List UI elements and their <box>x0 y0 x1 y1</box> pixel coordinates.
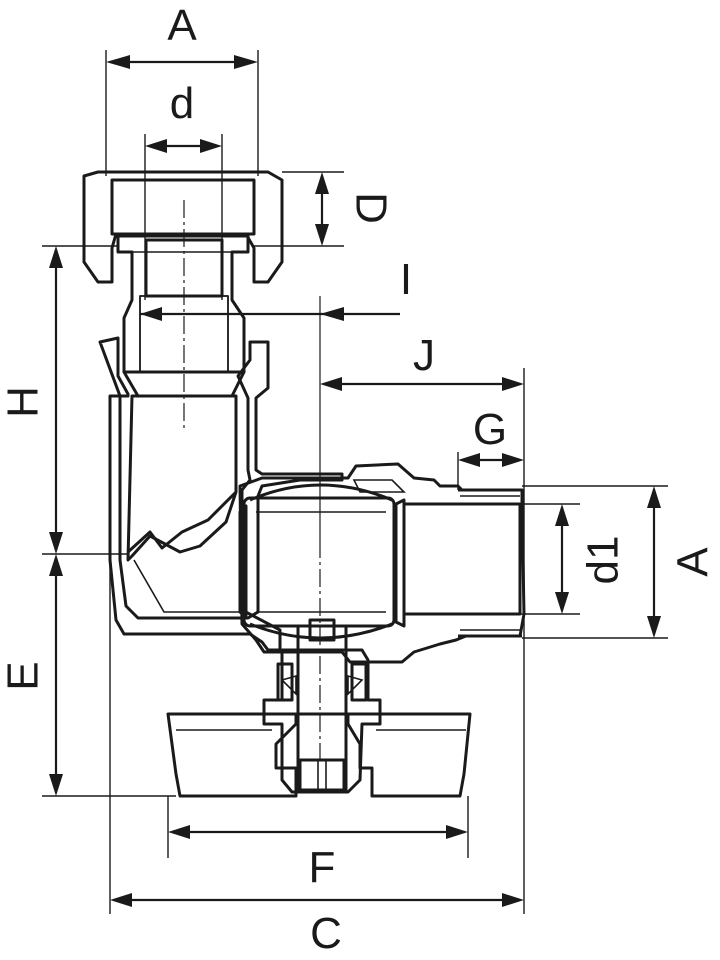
label-g: G <box>473 405 507 454</box>
dimension-f: F <box>167 796 469 892</box>
dimension-e: E <box>0 554 176 797</box>
dimension-c: C <box>109 560 524 958</box>
dimension-i: I <box>140 255 412 321</box>
label-j: J <box>413 331 435 380</box>
label-f: F <box>309 843 336 892</box>
dimension-g: G <box>457 405 524 490</box>
label-d1: d1 <box>579 536 628 585</box>
union-nut <box>82 170 284 284</box>
dimension-j: J <box>320 331 525 914</box>
dimension-d: d <box>144 79 223 300</box>
center-lines <box>183 200 321 760</box>
dimension-d-upper: D <box>254 171 395 247</box>
label-a-top: A <box>167 1 197 50</box>
label-e: E <box>0 661 48 690</box>
label-h: H <box>0 386 48 418</box>
valve-stem <box>262 618 382 794</box>
dimension-h: H <box>0 245 128 555</box>
valve-body <box>82 170 526 798</box>
label-d: d <box>170 79 194 128</box>
label-d-upper: D <box>346 192 395 224</box>
dimension-a-top: A <box>105 1 259 176</box>
label-i: I <box>400 255 412 304</box>
handle <box>166 712 472 798</box>
label-c: C <box>310 909 342 958</box>
tail-piece <box>116 234 250 374</box>
label-a-right: A <box>669 547 718 577</box>
dimension-d1: d1 <box>404 503 628 615</box>
dimension-a-right: A <box>522 485 718 639</box>
ball-housing <box>238 462 526 664</box>
elbow-body <box>98 336 344 652</box>
